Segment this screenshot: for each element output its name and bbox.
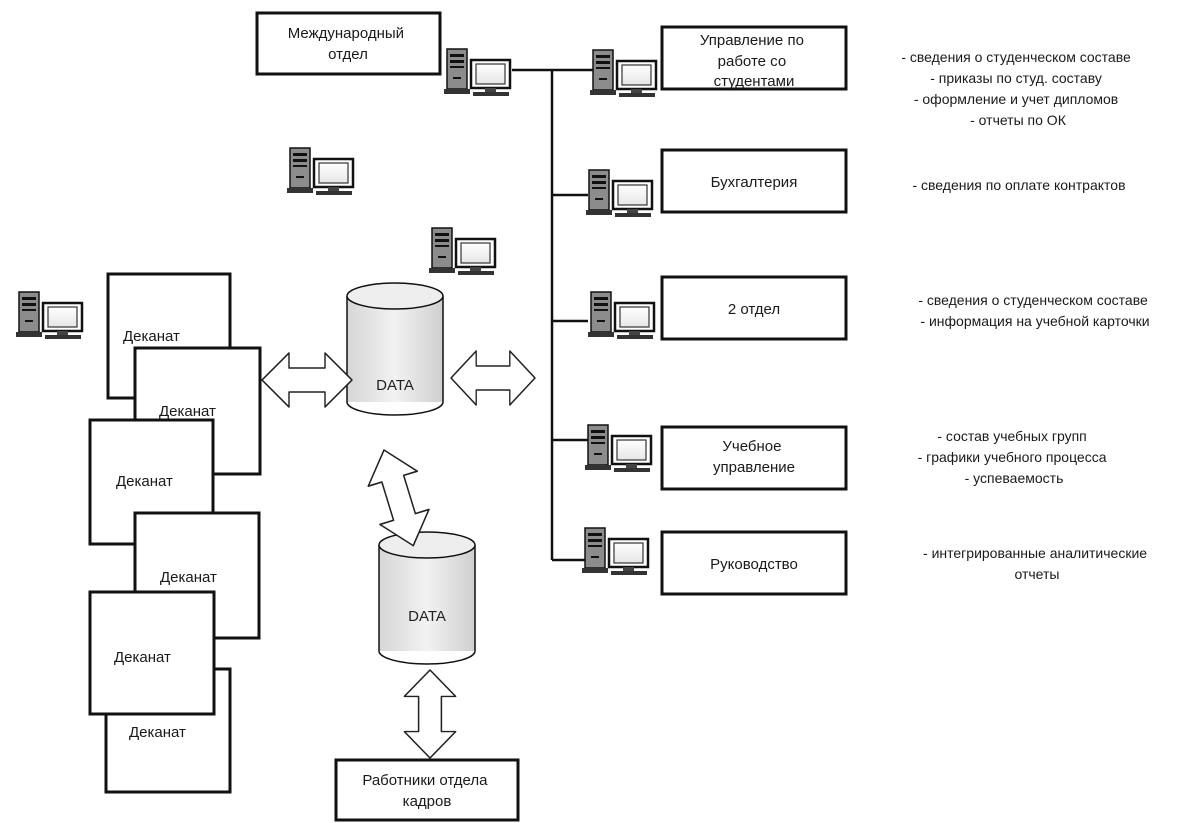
note-line: отчеты [1015,566,1060,582]
note-line: - интегрированные аналитические [923,545,1147,561]
computer-icon [427,226,497,277]
computer-icon [442,47,512,98]
deanery-stack: Деканат Деканат Деканат Деканат Деканат … [88,272,262,794]
box-accounting-label: Бухгалтерия [711,174,798,191]
deanery-label: Деканат [116,473,173,490]
deanery-box: Деканат [88,590,216,716]
box-hr-line1: Работники отдела [362,772,488,789]
box-accounting: Бухгалтерия [660,148,848,214]
deanery-label: Деканат [114,649,171,666]
svg-text:- интегрированные аналитически: - интегрированные аналитические отчеты [923,545,1151,582]
svg-text:Международный отдел: Международный отдел [288,25,408,63]
note-line: - графики учебного процесса [918,449,1107,465]
note-line: - отчеты по ОК [970,112,1067,128]
deanery-label: Деканат [123,328,180,345]
box-leadership-label: Руководство [710,556,798,573]
svg-text:- состав учебных групп -: - состав учебных групп - графики учебног… [918,428,1111,486]
computer-icon [584,168,654,219]
svg-text:Управление по работе со: Управление по работе со студентами [700,32,808,90]
notes-student-management: - сведения о студенческом составе - прик… [901,49,1134,128]
database-main: DATA [346,282,444,416]
box-student-mgmt-line2: работе со [718,53,787,70]
double-arrow-left [261,352,353,408]
database-hr-label: DATA [408,608,446,625]
box-international-line2: отдел [328,46,368,63]
notes-academic-office: - состав учебных групп - графики учебног… [918,428,1111,486]
computer-icon [586,290,656,341]
box-dept2-label: 2 отдел [728,301,780,318]
box-international-dept: Международный отдел [255,11,442,76]
note-line: - информация на учебной карточки [920,313,1149,329]
svg-text:Работники отдела кадров: Работники отдела кадров [362,772,491,810]
box-leadership: Руководство [660,530,848,596]
computer-icon [588,48,658,99]
network-bus-lines [512,68,594,562]
database-main-label: DATA [376,377,414,394]
deanery-label: Деканат [129,724,186,741]
deanery-label: Деканат [160,569,217,586]
box-international-line1: Международный [288,25,404,42]
computer-icon [14,290,84,341]
svg-text:- сведения о студенческом сост: - сведения о студенческом составе - инфо… [918,292,1151,329]
notes-leadership: - интегрированные аналитические отчеты [923,545,1151,582]
box-second-department: 2 отдел [660,275,848,341]
box-student-mgmt-line1: Управление по [700,32,804,49]
svg-text:Учебное управление: Учебное управление [713,438,795,476]
computer-icon [580,526,650,577]
computer-icon [285,146,355,197]
note-line: - успеваемость [965,470,1064,486]
note-line: - сведения о студенческом составе [918,292,1148,308]
box-student-management: Управление по работе со студентами [660,25,848,91]
note-line: - сведения о студенческом составе [901,49,1131,65]
box-academic-line2: управление [713,459,795,476]
box-academic-line1: Учебное [722,438,781,455]
note-line: - приказы по студ. составу [930,70,1102,86]
computer-icon [583,423,653,474]
svg-text:Руководство: Руководство [710,556,798,573]
box-hr-staff: Работники отдела кадров [334,758,520,822]
double-arrow-vertical [403,669,457,759]
notes-accounting: - сведения по оплате контрактов [912,177,1125,193]
svg-text:Бухгалтерия: Бухгалтерия [711,174,798,191]
double-arrow-right [450,350,536,406]
box-student-mgmt-line3: студентами [714,73,795,90]
deanery-label: Деканат [159,403,216,420]
note-line: - сведения по оплате контрактов [912,177,1125,193]
database-hr: DATA [378,531,476,665]
box-hr-line2: кадров [403,793,452,810]
notes-second-department: - сведения о студенческом составе - инфо… [918,292,1151,329]
note-line: - состав учебных групп [937,428,1086,444]
svg-text:- сведения о студенческом сост: - сведения о студенческом составе - прик… [901,49,1134,128]
svg-text:- сведения по оплате контракто: - сведения по оплате контрактов [912,177,1125,193]
svg-text:2 отдел: 2 отдел [728,301,780,318]
note-line: - оформление и учет дипломов [914,91,1118,107]
box-academic-office: Учебное управление [660,425,848,491]
